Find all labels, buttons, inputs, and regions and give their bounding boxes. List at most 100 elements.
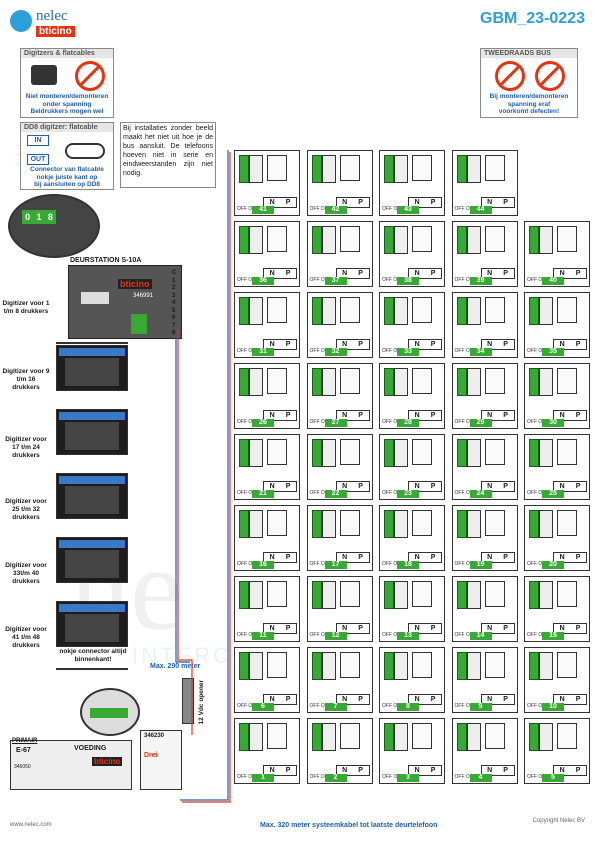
handset-screen — [484, 368, 505, 394]
handset-body — [321, 652, 336, 680]
terminal-block — [529, 226, 539, 254]
handset-body — [466, 368, 481, 396]
psu-model: E-67 — [16, 747, 31, 754]
handset-body — [321, 368, 336, 396]
terminal-block — [529, 439, 539, 467]
handset-screen — [412, 439, 432, 465]
terminal-block — [239, 226, 249, 254]
p-label: P — [358, 483, 363, 490]
terminal-block — [311, 368, 322, 396]
p-label: P — [503, 199, 508, 206]
digitizer-body — [65, 486, 119, 514]
handset-number: 3 — [397, 774, 419, 782]
handset-number: 21 — [252, 490, 274, 498]
handset-number: 22 — [324, 490, 347, 498]
terminal-block — [384, 297, 394, 325]
offon-label: OFF ON — [527, 419, 546, 425]
terminal-label: 3 — [172, 292, 176, 299]
handset-number: 16 — [252, 561, 274, 569]
offon-label: OFF ON — [454, 419, 474, 425]
flatcable-connector-icon — [65, 143, 105, 159]
handset-number: 1 — [252, 774, 274, 782]
terminal-block — [311, 652, 322, 680]
handset-body — [394, 510, 408, 538]
psu-brand: bticino — [92, 757, 123, 766]
handset-number: 7 — [324, 703, 347, 711]
offon-label: OFF ON — [382, 348, 401, 354]
n-label: N — [487, 412, 493, 419]
terminal-block — [456, 581, 467, 609]
offon-label: OFF ON — [237, 419, 256, 425]
terminal-block — [384, 652, 394, 680]
terminal-block — [311, 226, 322, 254]
digitizer-module — [56, 537, 128, 583]
n-label: N — [269, 341, 275, 348]
offon-label: OFF ON — [527, 277, 546, 283]
p-label: P — [575, 696, 581, 703]
p-label: P — [285, 625, 291, 632]
display-digits — [90, 708, 128, 718]
offon-label: OFF ON — [237, 561, 256, 567]
offon-label: OFF ON — [382, 419, 401, 425]
p-label: P — [503, 554, 508, 561]
p-label: P — [575, 767, 581, 774]
handset-number: 23 — [397, 490, 419, 498]
handset-body — [321, 155, 336, 183]
handset-number: 34 — [469, 348, 492, 356]
handset-number: 2 — [324, 774, 347, 782]
handset-body — [249, 723, 263, 751]
handset-body — [539, 581, 553, 609]
p-label: P — [430, 412, 436, 419]
terminal-block — [456, 439, 467, 467]
p-label: P — [503, 341, 508, 348]
handset-body — [321, 226, 336, 254]
offon-label: OFF ON — [237, 348, 256, 354]
dip-switch — [81, 292, 109, 304]
n-label: N — [414, 270, 420, 277]
handset-screen — [339, 581, 360, 607]
handset-body — [321, 723, 336, 751]
n-label: N — [342, 625, 348, 632]
p-label: P — [430, 341, 436, 348]
handset-screen — [412, 368, 432, 394]
bus-wire-blue — [175, 330, 190, 663]
warning-bus: TWEEDRAADS BUS Bij monteren/demonteren s… — [480, 48, 578, 118]
digitizer-module — [56, 668, 128, 670]
flatcable — [59, 412, 125, 420]
warning-bus-line1: Bij monteren/demonteren — [489, 93, 569, 100]
handset-body — [394, 297, 408, 325]
handset-number: 19 — [469, 561, 492, 569]
handset-body — [466, 723, 481, 751]
offon-label: OFF ON — [382, 206, 401, 212]
p-label: P — [358, 696, 363, 703]
n-label: N — [487, 199, 493, 206]
offon-label: OFF ON — [309, 703, 329, 709]
handset-body — [321, 439, 336, 467]
p-label: P — [285, 412, 291, 419]
terminal-block — [529, 652, 539, 680]
